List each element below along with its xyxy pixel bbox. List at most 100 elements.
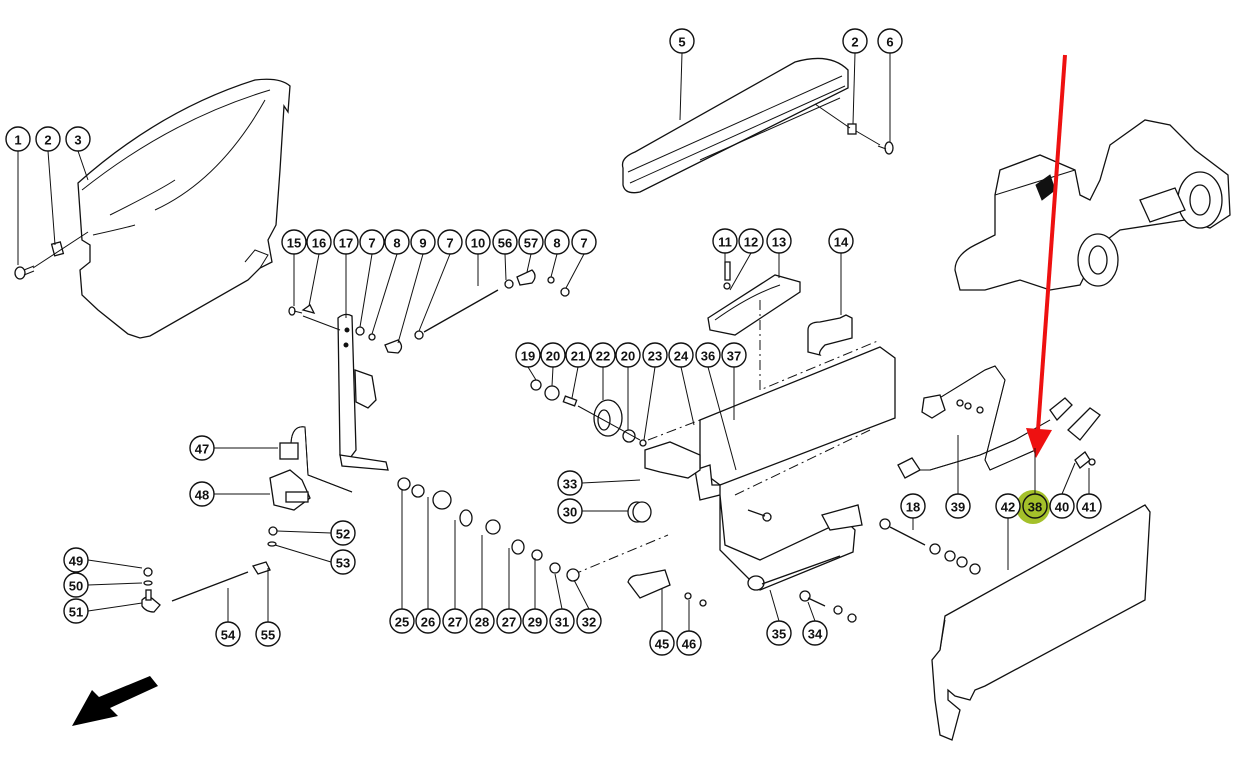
callout-circle [384, 229, 410, 255]
callout-38-wiring-harness[interactable]: 38 [1022, 493, 1048, 519]
callout-21-bushing[interactable]: 21 [565, 342, 591, 368]
callout-19-nut[interactable]: 19 [515, 342, 541, 368]
lower-rod-drawing [141, 526, 278, 613]
leader-line-33 [581, 479, 641, 484]
callout-12-washer[interactable]: 12 [738, 228, 764, 254]
callout-circle [557, 470, 583, 496]
callout-26-washer[interactable]: 26 [415, 608, 441, 634]
leader-line-31 [554, 573, 563, 610]
callout-41-screw[interactable]: 41 [1076, 493, 1102, 519]
callout-circle [492, 229, 518, 255]
callout-36-screw[interactable]: 36 [695, 342, 721, 368]
callout-label: 28 [475, 615, 489, 630]
callout-56-nut[interactable]: 56 [492, 229, 518, 255]
callout-46-screw[interactable]: 46 [676, 630, 702, 656]
callout-28-washer[interactable]: 28 [469, 608, 495, 634]
armrest-pad-drawing [621, 57, 894, 194]
callout-37-console-housing[interactable]: 37 [721, 342, 747, 368]
leader-line-24 [680, 366, 695, 426]
callout-label: 16 [312, 236, 326, 251]
callout-39-microswitch[interactable]: 39 [945, 493, 971, 519]
callout-27-bushing[interactable]: 27 [442, 608, 468, 634]
callout-29-washer[interactable]: 29 [522, 608, 548, 634]
leader-line-56 [504, 253, 507, 281]
callout-13-guide-rail[interactable]: 13 [766, 228, 792, 254]
callout-48-switch-block[interactable]: 48 [189, 481, 215, 507]
callout-label: 22 [596, 349, 610, 364]
callout-2-clip-nut[interactable]: 2 [35, 126, 61, 152]
callout-11-screw[interactable]: 11 [712, 228, 738, 254]
leader-line-19 [527, 366, 537, 381]
callout-52-nut[interactable]: 52 [330, 520, 356, 546]
callout-6-screw[interactable]: 6 [877, 28, 903, 54]
callout-circle [695, 342, 721, 368]
callout-circle [945, 493, 971, 519]
leader-line-7 [359, 253, 373, 328]
callout-10-threaded-rod[interactable]: 10 [465, 229, 491, 255]
callout-5-armrest-pad[interactable]: 5 [669, 28, 695, 54]
callout-8-washer[interactable]: 8 [384, 229, 410, 255]
callout-label: 24 [674, 349, 689, 364]
leader-line-5 [679, 52, 683, 121]
callout-1-bolt[interactable]: 1 [5, 126, 31, 152]
callout-31-nut[interactable]: 31 [549, 608, 575, 634]
callout-circle [877, 28, 903, 54]
callout-32-nut[interactable]: 32 [576, 608, 602, 634]
callout-label: 13 [772, 235, 786, 250]
bolts-drawing [747, 509, 981, 623]
callout-circle [676, 630, 702, 656]
leader-line-32 [573, 579, 590, 610]
callout-35-shaft[interactable]: 35 [766, 620, 792, 646]
callout-circle [359, 229, 385, 255]
callout-circle [649, 630, 675, 656]
callout-7-nut[interactable]: 7 [437, 229, 463, 255]
callout-label: 7 [580, 236, 587, 251]
callout-49-nut[interactable]: 49 [63, 547, 89, 573]
callout-22-pulley[interactable]: 22 [590, 342, 616, 368]
callout-label: 27 [448, 615, 462, 630]
callout-17-lever-plate[interactable]: 17 [333, 229, 359, 255]
leader-line-8 [371, 253, 398, 335]
callout-54-rod[interactable]: 54 [215, 621, 241, 647]
callout-15-pin[interactable]: 15 [281, 229, 307, 255]
callout-23-washer[interactable]: 23 [642, 342, 668, 368]
callout-circle [518, 229, 544, 255]
callout-label: 38 [1028, 500, 1042, 515]
callout-27-bushing[interactable]: 27 [496, 608, 522, 634]
callout-24-screw[interactable]: 24 [668, 342, 694, 368]
callout-51-ball-joint[interactable]: 51 [63, 598, 89, 624]
callout-25-washer[interactable]: 25 [389, 608, 415, 634]
callout-label: 10 [471, 236, 485, 251]
callout-circle [766, 620, 792, 646]
callout-label: 17 [339, 236, 353, 251]
callout-9-ball-joint[interactable]: 9 [410, 229, 436, 255]
callout-45-bracket[interactable]: 45 [649, 630, 675, 656]
callout-53-washer[interactable]: 53 [330, 549, 356, 575]
callout-16-clip[interactable]: 16 [306, 229, 332, 255]
callout-20-bearing[interactable]: 20 [615, 342, 641, 368]
callout-2-clip-nut[interactable]: 2 [842, 28, 868, 54]
leader-line-35 [769, 589, 780, 622]
callout-20-bearing[interactable]: 20 [540, 342, 566, 368]
callout-55-ball-joint[interactable]: 55 [255, 621, 281, 647]
callout-30-sleeve[interactable]: 30 [557, 498, 583, 524]
callout-circle [544, 229, 570, 255]
callout-18-bolt[interactable]: 18 [900, 493, 926, 519]
callout-40-cable-clip[interactable]: 40 [1049, 493, 1075, 519]
callout-label: 2 [44, 133, 51, 148]
callout-14-bracket[interactable]: 14 [828, 228, 854, 254]
callout-3-side-cover-panel[interactable]: 3 [65, 126, 91, 152]
callout-50-washer[interactable]: 50 [63, 572, 89, 598]
callout-42-front-cover-panel[interactable]: 42 [995, 493, 1021, 519]
callout-57-ball-joint[interactable]: 57 [518, 229, 544, 255]
callout-33-support-block[interactable]: 33 [557, 470, 583, 496]
leader-line-3 [77, 150, 89, 181]
callout-circle [63, 598, 89, 624]
callout-label: 34 [808, 627, 823, 642]
callout-8-washer[interactable]: 8 [544, 229, 570, 255]
callout-7-nut[interactable]: 7 [359, 229, 385, 255]
callout-7-nut[interactable]: 7 [571, 229, 597, 255]
callout-47-lever-arm[interactable]: 47 [189, 435, 215, 461]
leader-line-9 [397, 253, 424, 344]
callout-34-bolt[interactable]: 34 [802, 620, 828, 646]
